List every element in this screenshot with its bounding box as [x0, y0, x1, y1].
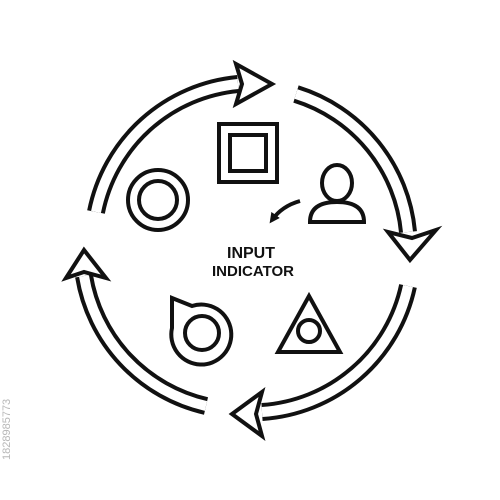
diagram-label-line1: INPUT — [227, 245, 275, 262]
cycle-arrow-right-icon — [293, 85, 443, 264]
cycle-arrow-left-icon — [61, 246, 209, 415]
cycle-arrows — [61, 59, 443, 442]
triangle-eye-icon — [274, 291, 344, 354]
circle-ring-icon — [126, 168, 190, 232]
cycle-arrow-bottom-icon — [228, 284, 417, 442]
cycle-arrow-top-icon — [87, 59, 277, 214]
diagram-label-line2: INDICATOR — [212, 263, 294, 280]
square-icon — [217, 122, 279, 184]
curved-arrow-icon — [269, 199, 301, 224]
drop-ring-icon — [169, 295, 234, 367]
person-icon — [307, 163, 367, 224]
stock-id: 1828985773 — [1, 399, 13, 460]
